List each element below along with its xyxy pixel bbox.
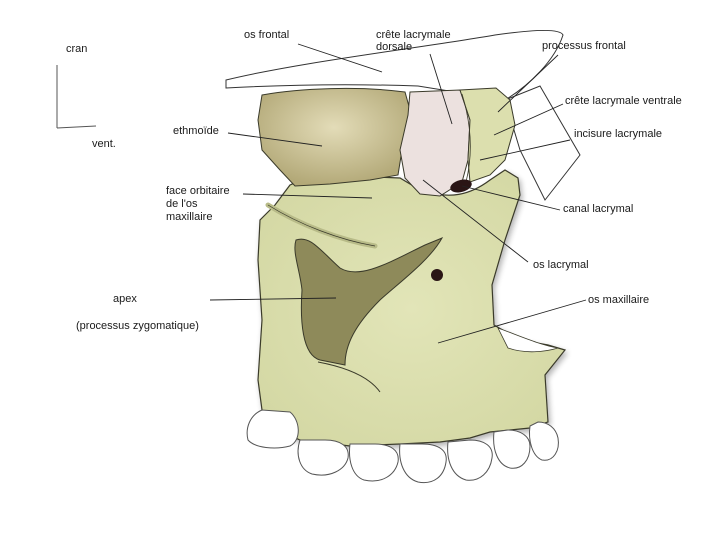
label-crete-lacrymale-dorsale-2: dorsale [376, 41, 412, 53]
label-face-orbitaire-3: maxillaire [166, 211, 212, 223]
infraorbital-foramen [431, 269, 443, 281]
label-face-orbitaire: face orbitaire [166, 185, 230, 197]
frontal-process-outline [504, 85, 581, 201]
label-incisure-lacrymale: incisure lacrymale [574, 128, 662, 140]
tooth [349, 443, 399, 482]
lacrimal-bone [399, 89, 471, 197]
tooth [447, 439, 493, 481]
maxilla-notch [497, 327, 559, 353]
label-os-lacrymal: os lacrymal [533, 259, 589, 271]
label-face-orbitaire-2: de l'os [166, 198, 198, 210]
label-apex: apex [113, 293, 137, 305]
frontal-bone [225, 29, 564, 101]
tooth [399, 443, 447, 484]
label-vent: vent. [92, 138, 116, 150]
label-os-frontal: os frontal [244, 29, 289, 41]
orientation-indicator: cran vent. [56, 43, 116, 150]
label-crete-lacrymale-dorsale: crête lacrymale [376, 29, 451, 41]
ethmoid [257, 87, 411, 187]
lacrimal-crest-line [461, 93, 471, 183]
label-canal-lacrymal: canal lacrymal [563, 203, 633, 215]
tooth [493, 429, 531, 469]
apex-lower-contour [317, 361, 381, 393]
teeth [246, 409, 559, 484]
label-crete-lacrymale-ventrale: crête lacrymale ventrale [565, 95, 682, 107]
label-processus-zygomatique: (processus zygomatique) [76, 320, 199, 332]
tooth [246, 409, 299, 449]
tooth [297, 439, 349, 476]
tooth [529, 421, 559, 461]
leader-lines [209, 43, 587, 344]
lacrimal-canal [450, 179, 472, 193]
labels: os frontal crête lacrymale dorsale proce… [76, 29, 682, 332]
label-processus-frontal: processus frontal [542, 40, 626, 52]
frontal-process-maxilla [459, 87, 516, 183]
label-cran: cran [66, 43, 87, 55]
zygomatic-process [294, 236, 444, 366]
label-ethmoide: ethmoïde [173, 125, 219, 137]
label-os-maxillaire: os maxillaire [588, 294, 649, 306]
